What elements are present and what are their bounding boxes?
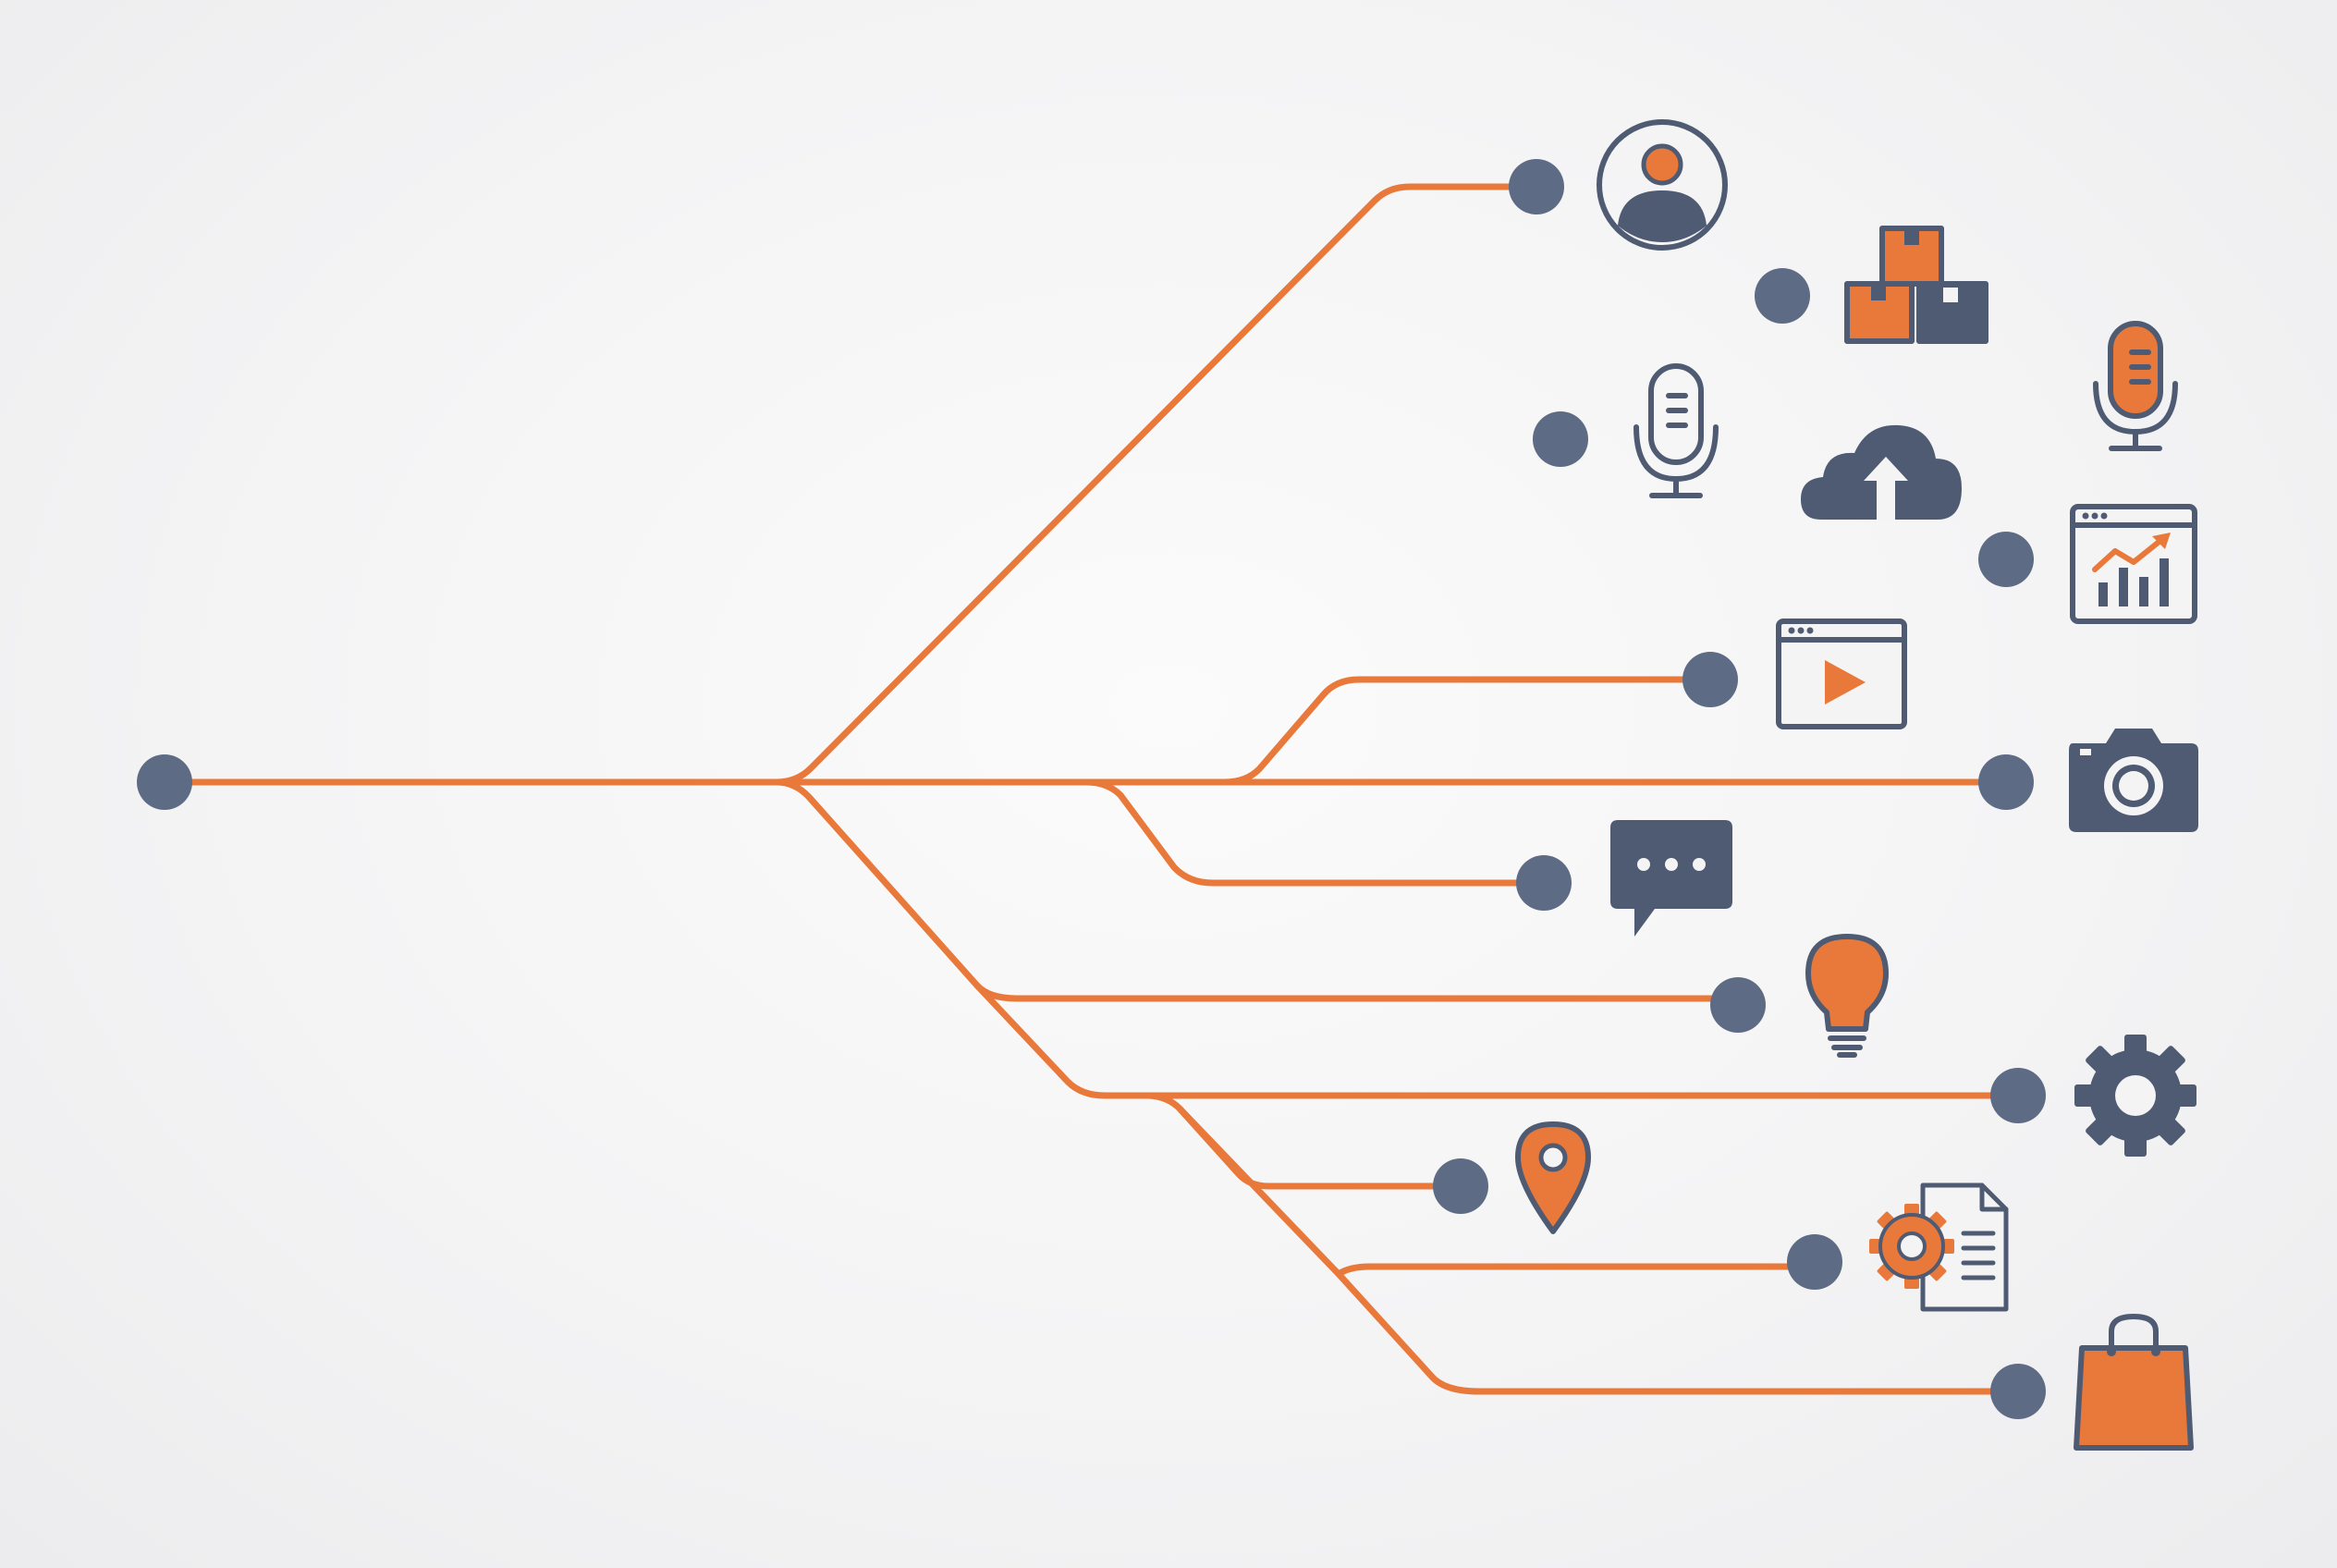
- branch-line-document: [1176, 1105, 1818, 1278]
- node-idea[interactable]: [1710, 977, 1766, 1033]
- branch-line-idea: [773, 778, 1742, 1002]
- map-pin-icon[interactable]: [1515, 1121, 1591, 1234]
- root-node[interactable]: [137, 754, 192, 810]
- analytics-window-icon[interactable]: [2070, 504, 2197, 624]
- node-video[interactable]: [1682, 652, 1738, 707]
- node-boxes[interactable]: [1755, 268, 1810, 324]
- node-settings[interactable]: [1990, 1068, 2046, 1123]
- node-microphone[interactable]: [1533, 411, 1588, 467]
- microphone-orange-icon: [2093, 321, 2178, 451]
- video-player-icon[interactable]: [1776, 619, 1907, 729]
- user-profile-icon[interactable]: [1597, 119, 1728, 251]
- shopping-bag-icon[interactable]: [2074, 1314, 2194, 1451]
- microphone-icon[interactable]: [1633, 363, 1719, 498]
- cloud-upload-icon: [1801, 424, 1962, 520]
- document-gear-icon[interactable]: [1869, 1182, 2009, 1312]
- node-analytics[interactable]: [1978, 532, 2034, 587]
- gear-icon[interactable]: [2074, 1035, 2196, 1157]
- camera-icon[interactable]: [2069, 729, 2198, 832]
- branch-line-video: [1221, 676, 1712, 786]
- chat-bubble-icon[interactable]: [1610, 820, 1732, 937]
- node-user-profile[interactable]: [1509, 159, 1564, 214]
- lightbulb-icon[interactable]: [1805, 934, 1889, 1058]
- branch-line-location: [1143, 1092, 1464, 1190]
- node-camera[interactable]: [1978, 754, 2034, 810]
- node-shopping[interactable]: [1990, 1364, 2046, 1419]
- branch-line-chat: [1083, 778, 1546, 887]
- branch-line-user-profile: [773, 183, 1531, 786]
- branch-line-settings: [973, 982, 2022, 1099]
- node-chat[interactable]: [1516, 855, 1572, 911]
- node-document[interactable]: [1787, 1234, 1842, 1290]
- node-location[interactable]: [1433, 1158, 1488, 1214]
- branch-line-shopping: [1335, 1270, 2022, 1395]
- icons: [1515, 119, 2198, 1451]
- connector-lines: [161, 183, 2022, 1395]
- boxes-icon[interactable]: [1844, 226, 1988, 344]
- endpoint-nodes: [137, 159, 2046, 1419]
